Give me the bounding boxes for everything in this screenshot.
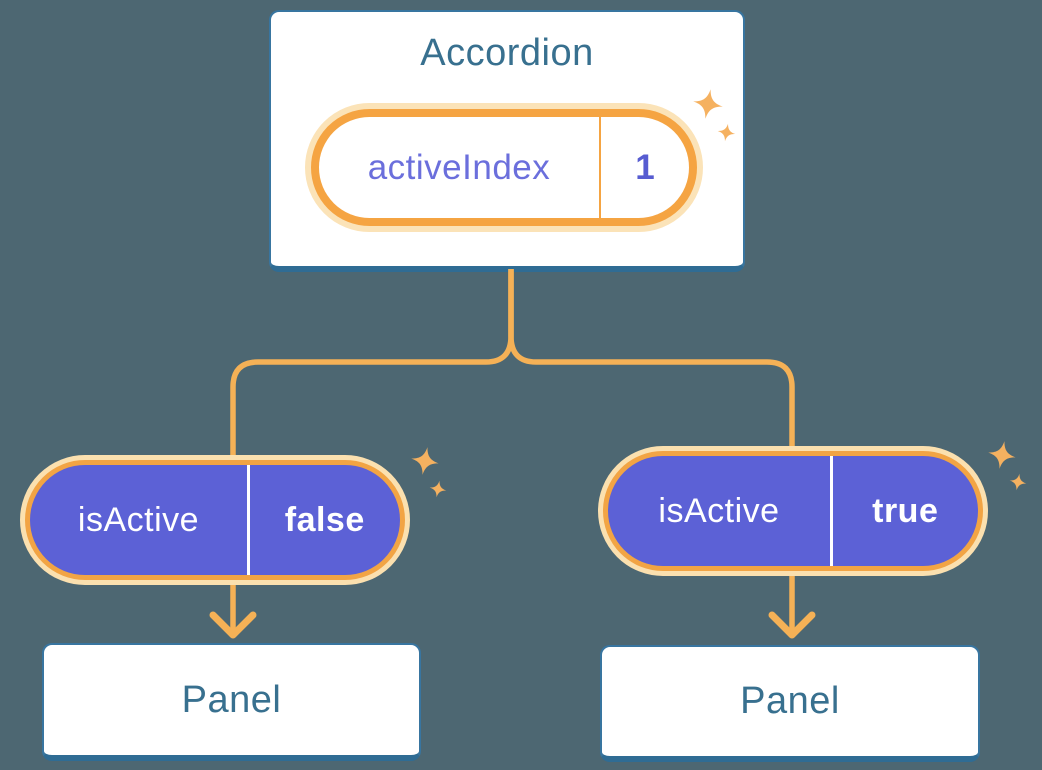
panel-label: Panel bbox=[181, 678, 282, 721]
pill-divider bbox=[599, 117, 601, 218]
prop-key: isActive bbox=[77, 500, 200, 539]
panel-label: Panel bbox=[740, 680, 840, 722]
arrowhead-right-icon bbox=[768, 611, 816, 639]
state-value: 1 bbox=[635, 147, 655, 187]
sparkle-icon bbox=[988, 441, 1016, 469]
sparkle-icon bbox=[693, 89, 723, 119]
prop-pill-isactive-false: isActive false bbox=[20, 455, 410, 585]
state-pill-activeindex: activeIndex 1 bbox=[305, 103, 703, 232]
prop-value: true bbox=[872, 491, 939, 530]
sparkle-icon bbox=[717, 123, 736, 142]
panel-card-left: Panel bbox=[42, 643, 421, 761]
prop-pill-isactive-true: isActive true bbox=[598, 446, 988, 576]
state-key: activeIndex bbox=[367, 147, 551, 187]
prop-key: isActive bbox=[658, 491, 780, 530]
sparkle-icon bbox=[1009, 473, 1027, 491]
accordion-title: Accordion bbox=[420, 32, 594, 74]
sparkle-icon bbox=[411, 447, 439, 475]
sparkle-icon bbox=[429, 480, 447, 498]
prop-value: false bbox=[284, 500, 365, 539]
panel-card-right: Panel bbox=[600, 645, 980, 762]
arrowhead-left-icon bbox=[209, 611, 257, 639]
pill-divider bbox=[830, 456, 833, 566]
